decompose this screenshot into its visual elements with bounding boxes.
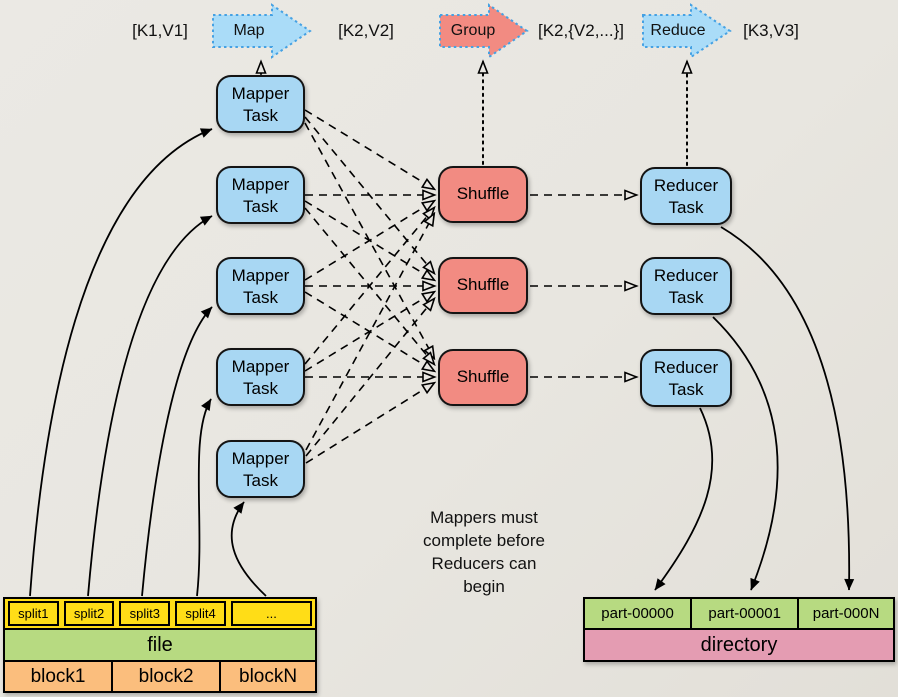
- file-row: file: [5, 628, 315, 660]
- mapper-task-label: Task: [243, 106, 278, 125]
- note-line: complete before: [423, 531, 545, 550]
- output-directory-table: part-00000 part-00001 part-000N director…: [583, 597, 895, 662]
- part-cell: part-00001: [690, 599, 797, 628]
- mapper-task-label: Mapper: [231, 357, 290, 376]
- block-cell: block1: [30, 665, 86, 687]
- blocks-row: block1 block2 blockN: [5, 660, 315, 691]
- label-k3v3: [K3,V3]: [743, 21, 799, 40]
- part-cell: part-000N: [797, 599, 893, 628]
- shuffle-3: Shuffle: [438, 349, 528, 406]
- label-k2v2: [K2,V2]: [338, 21, 394, 40]
- mapper-to-shuffle-arrows: [304, 109, 434, 464]
- reducer-task-label: Task: [668, 288, 704, 307]
- mapper-task-2: Mapper Task: [216, 166, 305, 224]
- mapper-task-label: Mapper: [231, 84, 290, 103]
- mapper-task-label: Mapper: [231, 449, 290, 468]
- note-line: Reducers can: [431, 554, 537, 573]
- mapper-task-label: Mapper: [231, 175, 290, 194]
- split-cell: split1: [8, 601, 59, 626]
- reducer-task-3: Reducer Task: [640, 349, 732, 407]
- block-cell: block2: [111, 662, 219, 691]
- shuffle-to-reducer-arrows: [530, 195, 636, 377]
- split-cell: ...: [230, 601, 312, 626]
- mapper-task-label: Task: [243, 379, 278, 398]
- reducer-to-output-arrows: [654, 226, 855, 591]
- group-phase-arrow: [439, 3, 529, 59]
- reducer-task-label: Reducer: [653, 358, 719, 377]
- shuffle-2: Shuffle: [438, 257, 528, 314]
- reducer-task-label: Task: [668, 380, 704, 399]
- reducer-task-label: Task: [668, 198, 704, 217]
- map-arrow-label: Map: [233, 22, 265, 39]
- directory-label: directory: [700, 633, 778, 656]
- mapper-task-3: Mapper Task: [216, 257, 305, 315]
- mappers-note: Mappers must complete before Reducers ca…: [395, 506, 573, 598]
- shuffle-label: Shuffle: [456, 275, 510, 294]
- note-line: begin: [463, 577, 505, 596]
- reducer-task-1: Reducer Task: [640, 167, 732, 225]
- mapper-task-label: Task: [243, 471, 278, 490]
- reduce-phase-arrow: [642, 3, 732, 59]
- directory-row: directory: [585, 628, 893, 660]
- reducer-task-2: Reducer Task: [640, 257, 732, 315]
- reduce-arrow-label: Reduce: [650, 22, 706, 39]
- splits-row: split1 split2 split3 split4 ...: [5, 599, 315, 628]
- mapper-task-4: Mapper Task: [216, 348, 305, 406]
- split-cell: split4: [175, 601, 226, 626]
- mapper-task-5: Mapper Task: [216, 440, 305, 498]
- mapper-task-label: Task: [243, 197, 278, 216]
- split-cell: split2: [63, 601, 115, 626]
- mapper-task-label: Mapper: [231, 266, 290, 285]
- split-to-mapper-arrows: [29, 128, 267, 597]
- block-cell: blockN: [219, 662, 315, 691]
- split-cell: split3: [119, 601, 171, 626]
- label-k1v1: [K1,V1]: [132, 21, 188, 40]
- map-phase-arrow: [212, 3, 312, 59]
- file-label: file: [147, 633, 173, 656]
- shuffle-label: Shuffle: [456, 367, 510, 386]
- label-k2-v2-list: [K2,{V2,...}]: [537, 21, 624, 40]
- input-file-table: split1 split2 split3 split4 ... file blo…: [3, 597, 317, 693]
- shuffle-label: Shuffle: [456, 184, 510, 203]
- reducer-task-label: Reducer: [653, 266, 719, 285]
- part-cell: part-00000: [601, 605, 674, 622]
- parts-row: part-00000 part-00001 part-000N: [585, 599, 893, 628]
- group-arrow-label: Group: [450, 22, 496, 39]
- phase-connector-arrows: [261, 62, 687, 166]
- shuffle-1: Shuffle: [438, 166, 528, 223]
- note-line: Mappers must: [430, 508, 538, 527]
- mapper-task-label: Task: [243, 288, 278, 307]
- reducer-task-label: Reducer: [653, 176, 719, 195]
- mapper-task-1: Mapper Task: [216, 75, 305, 133]
